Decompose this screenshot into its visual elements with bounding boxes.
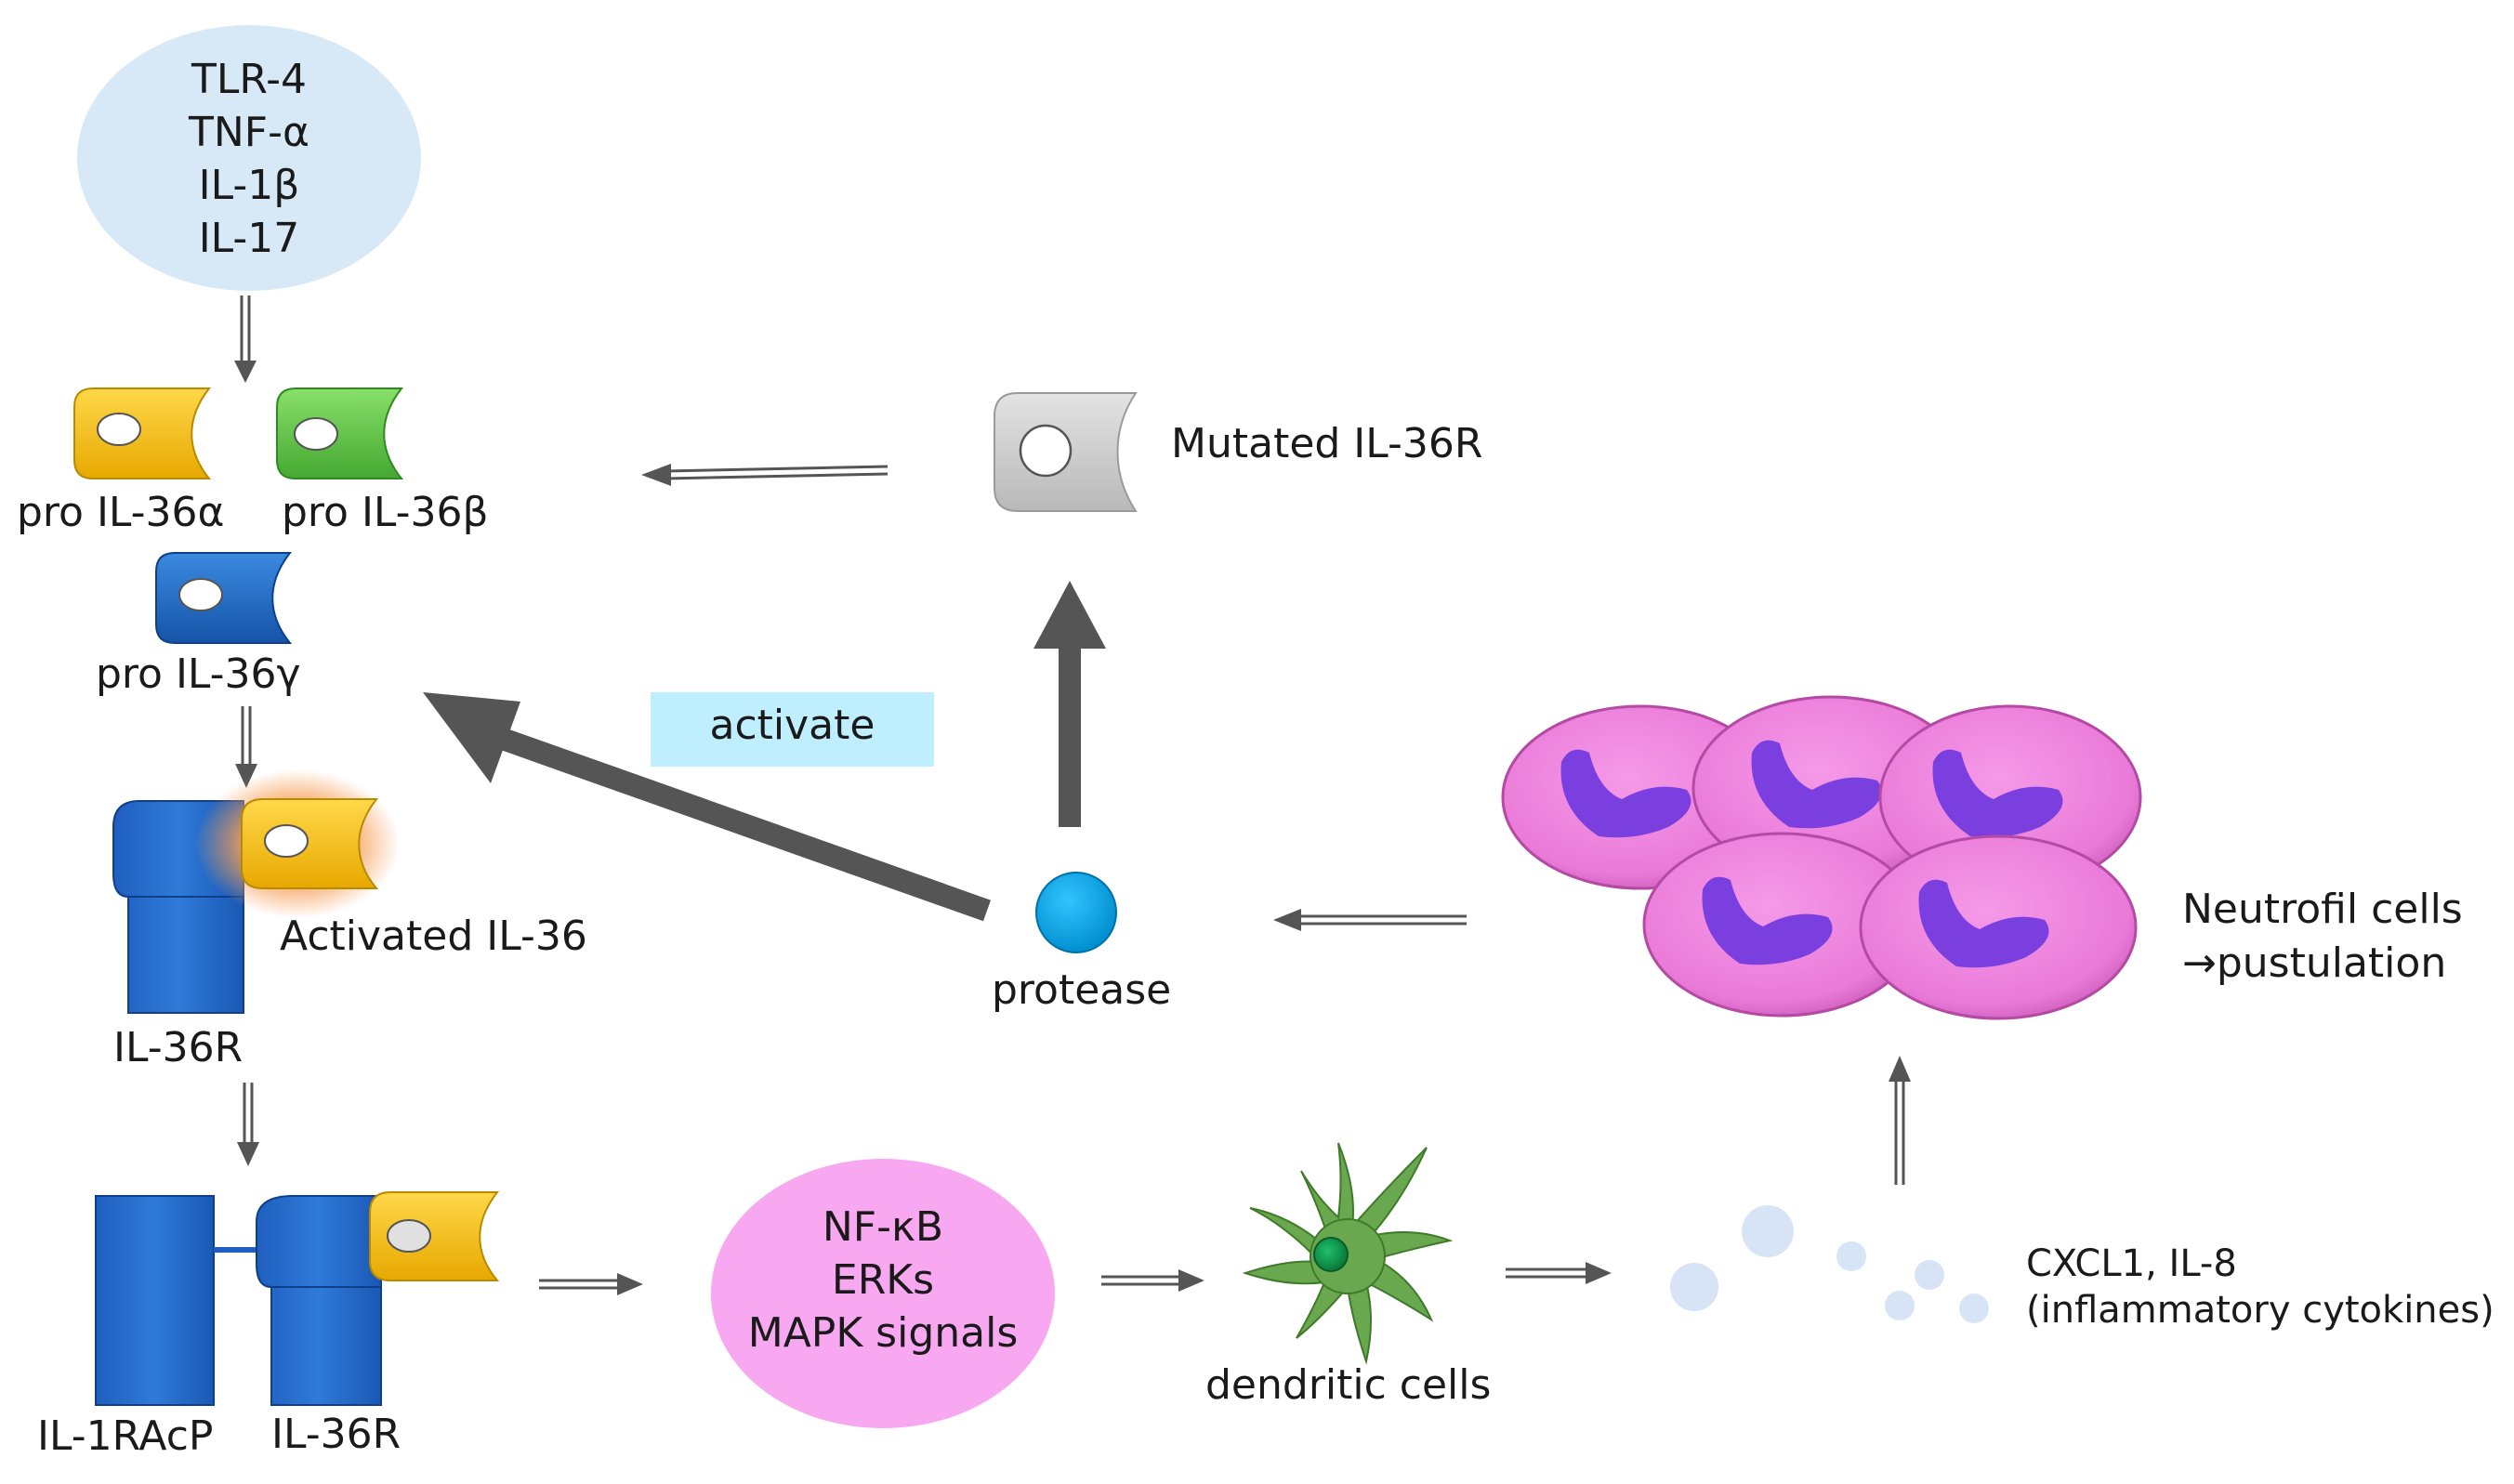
neutrophil-cell-4: [1642, 832, 1921, 1018]
cytokines-desc: (inflammatory cytokines): [2026, 1289, 2494, 1332]
pro-il36-alpha-shape: [73, 387, 212, 479]
pro-il36-beta-shape: [276, 387, 404, 479]
neutrophils-name: Neutrofil cells: [2182, 886, 2463, 933]
neutrophil-cell-5: [1859, 834, 2138, 1020]
bound-il36-shape: [369, 1191, 500, 1281]
signal-mapk: MAPK signals: [747, 1309, 1019, 1357]
arrow-protease-to-mutated: [1033, 581, 1106, 827]
arrow-receptor-to-complex: [237, 1083, 259, 1166]
dendritic-nucleus: [1313, 1237, 1349, 1272]
activate-box: [651, 692, 934, 767]
arrow-signals-to-dendritic: [1101, 1269, 1204, 1292]
dendritic-cells-label: dendritic cells: [1205, 1361, 1492, 1409]
arrow-cytokines-to-neutrophils: [1889, 1056, 1911, 1185]
cytokine-dots: [1670, 1205, 1989, 1323]
il36r-bottom-label: IL-36R: [271, 1411, 401, 1458]
arrow-stimuli-to-pro: [234, 295, 257, 383]
pro-il36-alpha-label: pro IL-36α: [17, 489, 225, 536]
neutrophils-label: Neutrofil cells →pustulation: [2182, 883, 2463, 991]
cytokines-names: CXCL1, IL-8: [2026, 1242, 2237, 1285]
signal-nfkb: NF-κB: [822, 1203, 944, 1251]
arrow-neutrophils-to-protease: [1273, 909, 1467, 931]
cytokines-label: CXCL1, IL-8 (inflammatory cytokines): [2026, 1241, 2494, 1333]
activated-il36-label: Activated IL-36: [280, 913, 587, 960]
stimulus-il1b: IL-1β: [198, 162, 300, 209]
il1racp-shape: [95, 1195, 215, 1406]
il36r-complex-shape: [256, 1195, 382, 1406]
arrow-dendritic-to-cytokines: [1506, 1262, 1612, 1284]
arrow-protease-activate: [423, 692, 992, 922]
stimuli-list: TLR-4 TNF-α IL-1β IL-17: [133, 53, 365, 265]
stimulus-tlr4: TLR-4: [191, 56, 308, 103]
pro-il36-beta-label: pro IL-36β: [282, 489, 489, 536]
activated-il36-shape: [241, 798, 379, 889]
il36r-top-label: IL-36R: [113, 1024, 244, 1071]
neutrophils-effect: →pustulation: [2182, 939, 2447, 987]
pro-il36-gamma-label: pro IL-36γ: [96, 650, 301, 698]
il1racp-label: IL-1RAcP: [37, 1412, 214, 1460]
signal-bubble: [711, 1159, 1055, 1428]
stimuli-bubble: [77, 25, 421, 291]
arrow-mutated-to-pro: [641, 464, 888, 486]
protease-label: protease: [992, 966, 1172, 1014]
mutated-il36r-shape: [994, 392, 1138, 512]
protease-dot: [1035, 872, 1117, 953]
activate-label: activate: [709, 702, 875, 749]
signal-erks: ERKs: [831, 1256, 935, 1304]
arrow-complex-to-signals: [539, 1273, 643, 1295]
arrow-gamma-to-receptor: [235, 706, 257, 788]
mutated-il36r-label: Mutated IL-36R: [1171, 420, 1483, 467]
stimulus-tnfa: TNF-α: [189, 109, 309, 156]
stimulus-il17: IL-17: [198, 215, 300, 262]
pro-il36-gamma-shape: [155, 552, 293, 644]
signals-list: NF-κB ERKs MAPK signals: [725, 1201, 1041, 1359]
